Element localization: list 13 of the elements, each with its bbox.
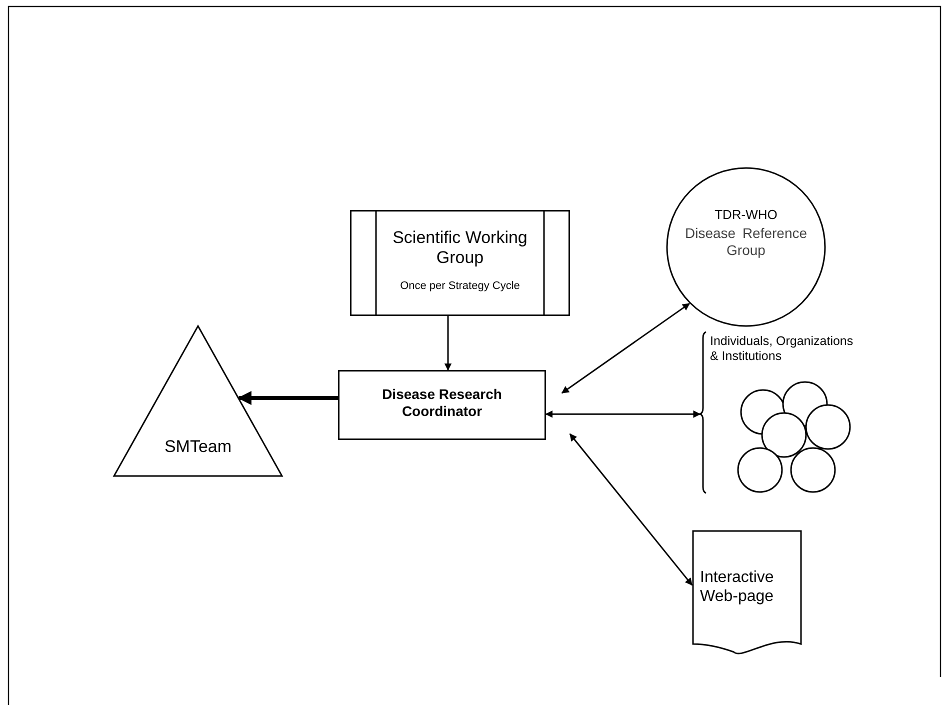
document-label: Interactive Web-page	[700, 568, 775, 606]
group-name: Disease Reference Group	[684, 225, 808, 259]
triangle-label: SMTeam	[163, 437, 233, 458]
arrow	[569, 433, 693, 586]
box-label: Disease Research Coordinator	[381, 386, 503, 420]
box-title: Scientific Working Group	[392, 228, 528, 269]
group-title: TDR-WHO	[714, 207, 778, 223]
arrow	[561, 302, 690, 394]
group-label: Individuals, Organizations & Institutions	[710, 334, 854, 364]
arrow	[237, 391, 338, 405]
arrow	[545, 410, 701, 418]
arrow	[444, 316, 452, 371]
box-subtitle: Once per Strategy Cycle	[399, 280, 521, 294]
